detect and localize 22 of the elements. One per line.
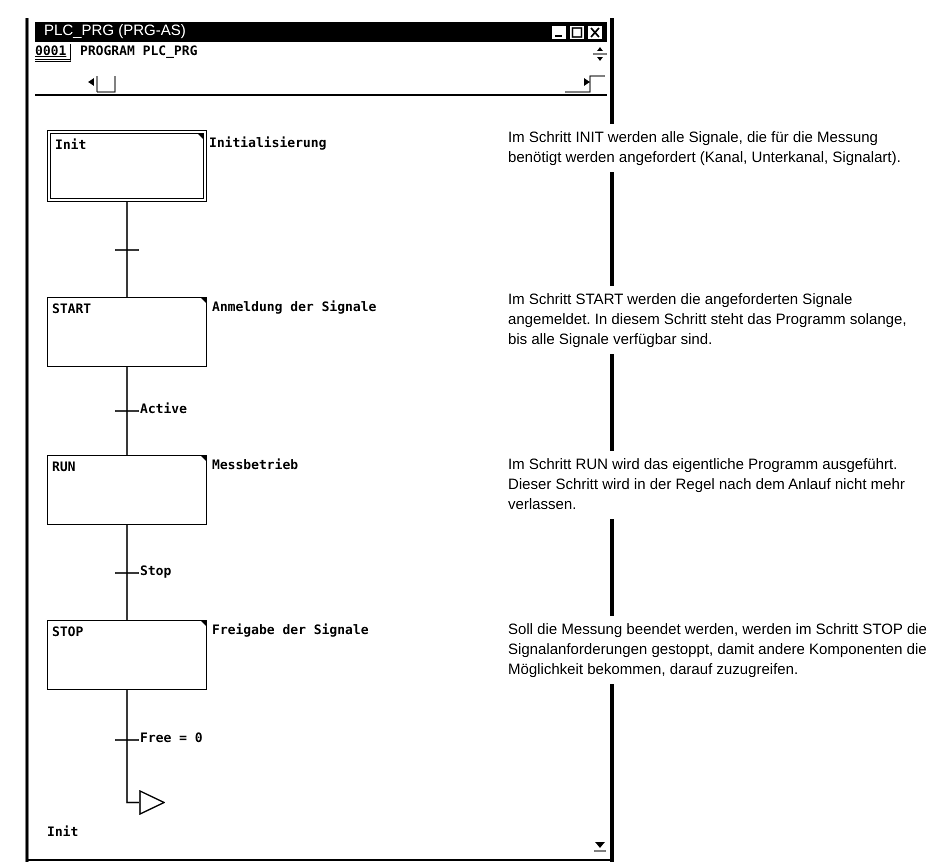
transition-line <box>115 525 139 620</box>
step-name: Init <box>55 138 86 153</box>
window-title: PLC_PRG (PRG-AS) <box>44 22 186 41</box>
step-description: Im Schritt START werden die angeforderten Signale angemeldet. In diesem Schritt steht das Programm solange, bis alle Signale verfügbar sind. <box>508 290 908 350</box>
step-comment: Initialisierung <box>209 136 326 151</box>
step-comment: Freigabe der Signale <box>212 623 369 638</box>
step-comment: Anmeldung der Signale <box>212 300 376 315</box>
step-comment: Messbetrieb <box>212 458 298 473</box>
step-name: STOP <box>52 625 84 640</box>
step-name: START <box>52 302 92 317</box>
step-description: Im Schritt INIT werden alle Signale, die für die Messung benötigt werden angefordert (Kanal, Unterkanal, Signalart). <box>508 128 902 168</box>
line-number: 0001 <box>35 44 72 62</box>
transition-line <box>115 202 139 297</box>
step-description: Im Schritt RUN wird das eigentliche Programm ausgeführt. Dieser Schritt wird in der Regel nach dem Anlauf nicht mehr verlassen. <box>508 455 906 515</box>
step-name: RUN <box>52 460 76 475</box>
code-line: PROGRAM PLC_PRG <box>80 44 198 59</box>
jump-triangle <box>139 790 165 815</box>
jump-target-label: Init <box>47 825 78 840</box>
transition-line <box>115 367 139 455</box>
step-description: Soll die Messung beendet werden, werden im Schritt STOP die Signalanforderungen gestoppt, damit andere Komponenten die Möglichkeit bekommen, darauf zuzugreifen. <box>508 620 928 680</box>
transition-label: Stop <box>140 564 172 579</box>
transition-line <box>115 690 139 804</box>
